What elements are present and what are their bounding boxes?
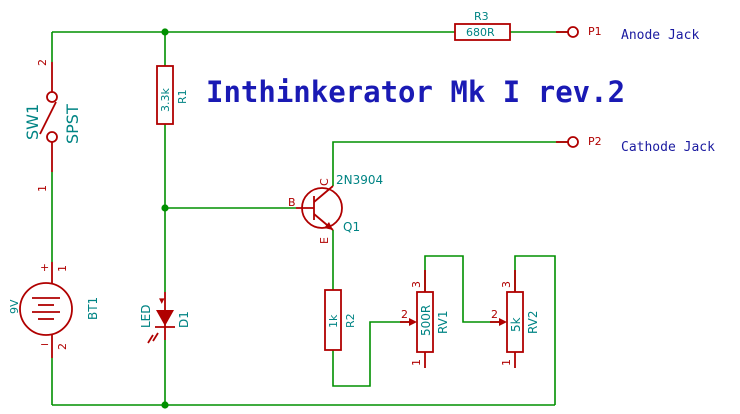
bt1-pin2: 2 [56,343,69,350]
r2-value: 1k [327,314,340,328]
rv1-pin3: 3 [410,281,423,288]
p2-ref: P2 [588,135,602,148]
d1-pin-k: ▾ [159,294,165,307]
rv2-pin3: 3 [500,281,513,288]
rv1-ref: RV1 [436,310,450,334]
battery-bt1[interactable]: + − 1 2 9V BT1 [8,261,100,358]
r1-value: 3.3k [159,88,172,112]
led-d1[interactable]: ▾ LED D1 [139,292,191,344]
potentiometer-rv1[interactable]: 3 2 1 500R RV1 [400,270,450,368]
q1-collector: C [318,178,331,186]
junction-bottom [161,401,169,409]
rv2-pin1: 1 [500,359,513,366]
junction-base [161,204,169,212]
rv2-pin2: 2 [491,308,498,321]
rv2-ref: RV2 [526,310,540,334]
resistor-r1[interactable]: 3.3k R1 [156,65,189,125]
bt1-value: 9V [8,299,21,314]
connector-p2[interactable]: P2 Cathode Jack [556,135,715,155]
sw1-pin2: 2 [36,59,49,66]
q1-ref: Q1 [343,220,360,234]
sw1-value: SPST [63,104,82,144]
switch-sw1[interactable]: 2 1 SW1 SPST [23,59,82,192]
bt1-pin1: 1 [56,265,69,272]
bt1-ref: BT1 [86,297,100,320]
rv1-value: 500R [419,305,433,336]
r1-ref: R1 [176,89,189,104]
potentiometer-rv2[interactable]: 3 2 1 5k RV2 [490,270,540,368]
d1-ref: D1 [177,311,191,328]
sw1-ref: SW1 [23,104,42,140]
resistor-r2[interactable]: 1k R2 [324,289,357,351]
q1-emitter: E [318,237,331,244]
r3-value: 680R [466,26,495,39]
junctions [161,28,169,409]
resistor-r3[interactable]: R3 680R [454,10,511,41]
bt1-plus: + [40,261,49,274]
rv1-pin2: 2 [401,308,408,321]
p1-ref: P1 [588,25,602,38]
r3-ref: R3 [474,10,489,23]
bt1-minus: − [40,338,49,351]
rv1-pin1: 1 [410,359,423,366]
junction-top [161,28,169,36]
connector-p1[interactable]: P1 Anode Jack [556,25,699,43]
p2-label: Cathode Jack [621,140,715,155]
r2-ref: R2 [344,313,357,328]
rv2-value: 5k [509,317,523,332]
schematic-title: Inthinkerator Mk I rev.2 [206,75,625,109]
d1-value: LED [139,304,153,328]
transistor-q1[interactable]: B C E 2N3904 Q1 [288,173,383,244]
q1-value: 2N3904 [336,173,383,187]
p1-label: Anode Jack [621,28,699,43]
q1-base: B [288,196,296,209]
sw1-pin1: 1 [36,185,49,192]
